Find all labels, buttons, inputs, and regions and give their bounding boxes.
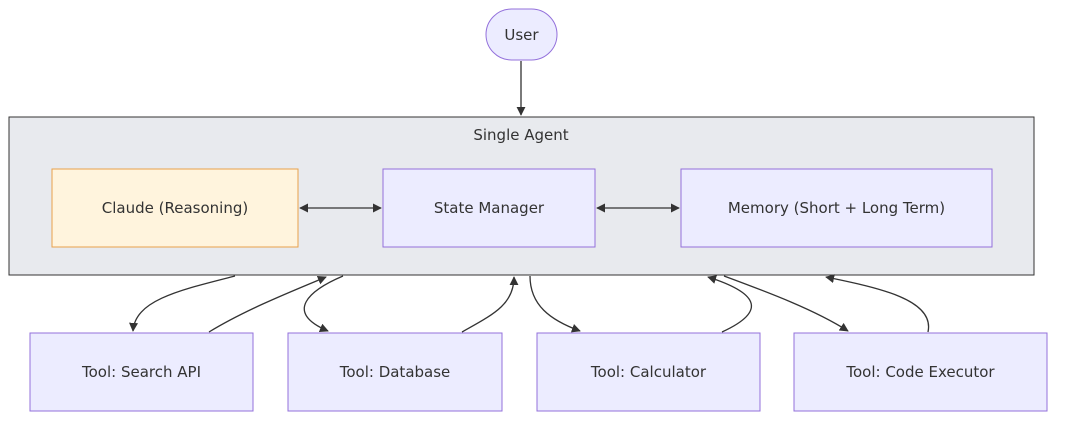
tool-search-api-node[interactable]: Tool: Search API [29, 332, 254, 412]
memory-node[interactable]: Memory (Short + Long Term) [680, 168, 993, 248]
state-manager-node[interactable]: State Manager [382, 168, 596, 248]
edge-agent-to-database [303, 275, 344, 332]
state-manager-node-label: State Manager [434, 199, 545, 217]
edge-agent-to-calculator [529, 275, 581, 333]
edge-search-api-to-agent [208, 275, 327, 333]
memory-node-shape [680, 168, 993, 248]
edge-code-executor-to-agent [825, 274, 930, 333]
state-manager-node-shape [382, 168, 596, 248]
tool-calculator-node[interactable]: Tool: Calculator [536, 332, 761, 412]
user-node-label: User [504, 26, 539, 44]
edge-database-to-agent [461, 276, 519, 333]
tool-search-api-label: Tool: Search API [81, 363, 201, 381]
tool-code-executor-label: Tool: Code Executor [845, 363, 995, 381]
edge-agent-to-code-executor [723, 275, 849, 332]
tool-database-node-shape [287, 332, 503, 412]
claude-node-label: Claude (Reasoning) [102, 199, 248, 217]
edges [129, 61, 930, 333]
edge-agent-to-search-api [129, 275, 236, 332]
cluster-title: Single Agent [473, 126, 568, 144]
user-node-shape [485, 8, 558, 61]
tool-database-node[interactable]: Tool: Database [287, 332, 503, 412]
claude-node-shape [51, 168, 299, 248]
tool-calculator-label: Tool: Calculator [590, 363, 707, 381]
tool-code-executor-node[interactable]: Tool: Code Executor [793, 332, 1048, 412]
tool-calculator-node-shape [536, 332, 761, 412]
tool-search-api-node-shape [29, 332, 254, 412]
tool-code-executor-node-shape [793, 332, 1048, 412]
memory-node-label: Memory (Short + Long Term) [728, 199, 945, 217]
claude-node[interactable]: Claude (Reasoning) [51, 168, 299, 248]
tool-database-label: Tool: Database [339, 363, 451, 381]
user-node[interactable]: User [485, 8, 558, 61]
edge-calculator-to-agent [707, 275, 753, 333]
